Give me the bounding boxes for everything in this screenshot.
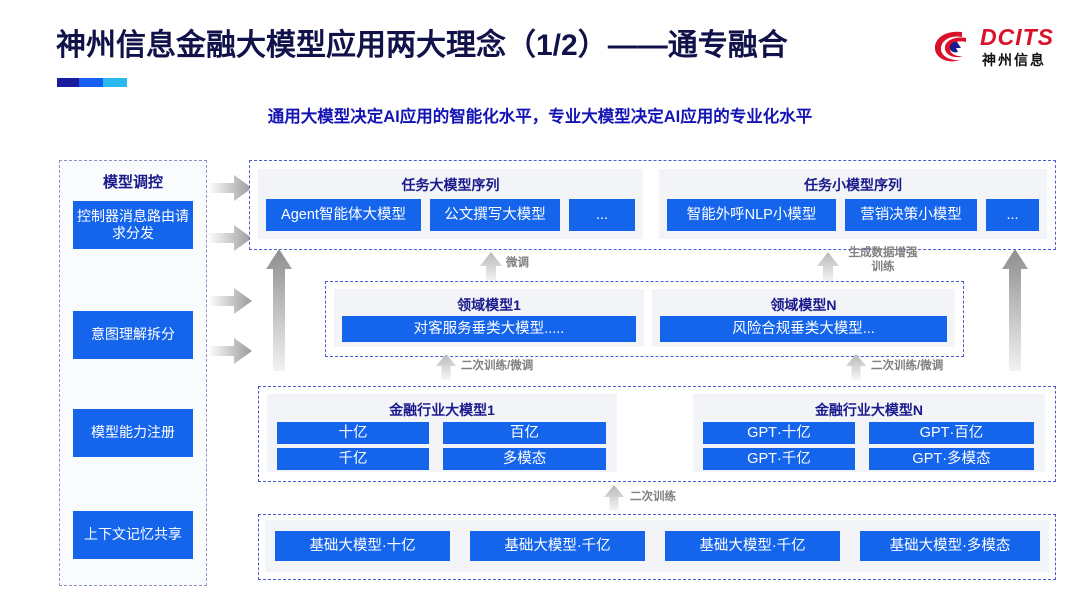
industry-model-n-item-4[interactable]: GPT·多模态 [869, 448, 1034, 470]
sidebar-item-intent-parsing[interactable]: 意图理解拆分 [73, 311, 193, 359]
base-layer-container: 基础大模型·十亿 基础大模型·千亿 基础大模型·千亿 基础大模型·多模态 [258, 514, 1056, 580]
box-label: GPT·百亿 [919, 424, 984, 441]
title-accent-bar [57, 78, 127, 87]
domain-layer-container: 领域模型1 对客服务垂类大模型..... 领域模型N 风险合规垂类大模型... [325, 281, 964, 357]
accent-segment-2 [79, 78, 103, 87]
task-small-panel: 任务小模型序列 智能外呼NLP小模型 营销决策小模型 ... [659, 169, 1047, 239]
task-large-item-more[interactable]: ... [569, 199, 635, 231]
sidebar-title: 模型调控 [102, 174, 163, 191]
arrow-label-data-augment: 生成数据增强训练 [848, 247, 918, 274]
box-label: 营销决策小模型 [860, 206, 962, 223]
sidebar-item-context-memory[interactable]: 上下文记忆共享 [73, 511, 193, 559]
industry-model-n-panel: 金融行业大模型N GPT·十亿 GPT·百亿 GPT·千亿 GPT·多模态 [693, 394, 1045, 472]
industry-model-1-item-1[interactable]: 十亿 [277, 422, 429, 444]
industry-model-n-item-1[interactable]: GPT·十亿 [703, 422, 855, 444]
sidebar-item-label: 上下文记忆共享 [84, 526, 182, 543]
box-label: 基础大模型·多模态 [889, 537, 1011, 554]
domain-model-1-panel: 领域模型1 对客服务垂类大模型..... [334, 289, 644, 347]
box-label: 基础大模型·十亿 [309, 537, 416, 554]
arrow-label-retrain: 二次训练 [630, 491, 676, 503]
box-label: Agent智能体大模型 [281, 206, 406, 223]
arrow-label-retrain-tune-right: 二次训练/微调 [871, 360, 944, 372]
base-layer-panel: 基础大模型·十亿 基础大模型·千亿 基础大模型·千亿 基础大模型·多模态 [265, 520, 1049, 572]
industry-model-n-title: 金融行业大模型N [814, 402, 924, 418]
arrow-label-fine-tune-left: 微调 [506, 257, 529, 269]
box-label: 基础大模型·千亿 [699, 537, 806, 554]
industry-model-1-item-2[interactable]: 百亿 [443, 422, 606, 444]
box-label: 百亿 [510, 424, 539, 441]
accent-segment-3 [103, 78, 127, 87]
box-label: 智能外呼NLP小模型 [686, 206, 817, 223]
flow-arrow-right-3 [208, 288, 252, 314]
arrow-label-retrain-tune-left: 二次训练/微调 [461, 360, 534, 372]
logo-brand-text: DCITS [980, 24, 1054, 50]
box-label: 千亿 [338, 450, 368, 467]
industry-model-1-title: 金融行业大模型1 [389, 402, 495, 418]
box-label: 基础大模型·千亿 [504, 537, 611, 554]
box-label: 十亿 [338, 424, 368, 441]
flow-arrow-right-4 [208, 338, 252, 364]
box-label: 风险合规垂类大模型... [732, 320, 875, 337]
base-model-item-1[interactable]: 基础大模型·十亿 [275, 531, 450, 561]
task-large-title: 任务大模型序列 [401, 177, 500, 193]
flow-arrow-right-2 [208, 225, 252, 251]
domain-model-n-panel: 领域模型N 风险合规垂类大模型... [652, 289, 955, 347]
base-model-item-4[interactable]: 基础大模型·多模态 [860, 531, 1040, 561]
domain-model-n-item[interactable]: 风险合规垂类大模型... [660, 316, 947, 342]
industry-layer-container: 金融行业大模型1 十亿 百亿 千亿 多模态 金融行业大模型N GPT·十亿 GP… [258, 386, 1056, 482]
flow-arrow-up-domain-to-task-left [266, 249, 292, 371]
task-layer-container: 任务大模型序列 Agent智能体大模型 公文撰写大模型 ... 任务小模型序列 … [249, 160, 1056, 250]
flow-arrow-up-retrain-tune-right [846, 354, 866, 380]
industry-model-1-panel: 金融行业大模型1 十亿 百亿 千亿 多模态 [267, 394, 617, 472]
domain-model-1-title: 领域模型1 [457, 297, 521, 313]
industry-model-1-item-4[interactable]: 多模态 [443, 448, 606, 470]
task-small-title: 任务小模型序列 [804, 177, 902, 193]
task-small-item-more[interactable]: ... [986, 199, 1039, 231]
box-label: GPT·多模态 [912, 450, 991, 467]
task-small-item-marketing[interactable]: 营销决策小模型 [845, 199, 977, 231]
industry-model-n-item-2[interactable]: GPT·百亿 [869, 422, 1034, 444]
company-logo: DCITS 神州信息 [932, 22, 1062, 76]
sidebar-model-control: 模型调控 控制器消息路由请求分发 意图理解拆分 模型能力注册 上下文记忆共享 [59, 160, 207, 586]
base-model-item-3[interactable]: 基础大模型·千亿 [665, 531, 840, 561]
task-large-item-doc-writing[interactable]: 公文撰写大模型 [430, 199, 560, 231]
flow-arrow-up-fine-tune-left [480, 252, 502, 282]
page-subtitle: 通用大模型决定AI应用的智能化水平，专业大模型决定AI应用的专业化水平 [267, 108, 813, 126]
box-label: ... [595, 206, 609, 223]
box-label: 公文撰写大模型 [444, 206, 546, 223]
logo-brand-cn-text: 神州信息 [982, 52, 1046, 68]
domain-model-n-title: 领域模型N [770, 297, 837, 313]
sidebar-item-capability-registry[interactable]: 模型能力注册 [73, 409, 193, 457]
flow-arrow-right-1 [208, 175, 252, 201]
task-small-item-outbound-nlp[interactable]: 智能外呼NLP小模型 [667, 199, 836, 231]
flow-arrow-up-retrain [604, 485, 624, 511]
domain-model-1-item[interactable]: 对客服务垂类大模型..... [342, 316, 636, 342]
task-large-item-agent[interactable]: Agent智能体大模型 [266, 199, 421, 231]
industry-model-n-item-3[interactable]: GPT·千亿 [703, 448, 855, 470]
flow-arrow-up-retrain-tune-left [436, 354, 456, 380]
base-model-item-2[interactable]: 基础大模型·千亿 [470, 531, 645, 561]
box-label: GPT·千亿 [747, 450, 811, 467]
dcits-swirl-icon [934, 31, 966, 62]
task-large-panel: 任务大模型序列 Agent智能体大模型 公文撰写大模型 ... [258, 169, 643, 239]
box-label: 对客服务垂类大模型..... [413, 320, 565, 337]
page-title: 神州信息金融大模型应用两大理念（1/2）——通专融合 [56, 29, 788, 62]
box-label: ... [1006, 206, 1019, 223]
box-label: GPT·十亿 [747, 424, 811, 441]
box-label: 多模态 [502, 450, 547, 467]
flow-arrow-up-domain-to-task-right [1002, 249, 1028, 371]
sidebar-item-label: 模型能力注册 [91, 424, 175, 441]
sidebar-item-label: 控制器消息路由请求分发 [77, 207, 189, 242]
flow-arrow-up-data-augment [817, 252, 839, 282]
accent-segment-1 [57, 78, 79, 87]
industry-model-1-item-3[interactable]: 千亿 [277, 448, 429, 470]
sidebar-item-controller-routing[interactable]: 控制器消息路由请求分发 [73, 201, 193, 249]
sidebar-item-label: 意图理解拆分 [91, 326, 175, 343]
